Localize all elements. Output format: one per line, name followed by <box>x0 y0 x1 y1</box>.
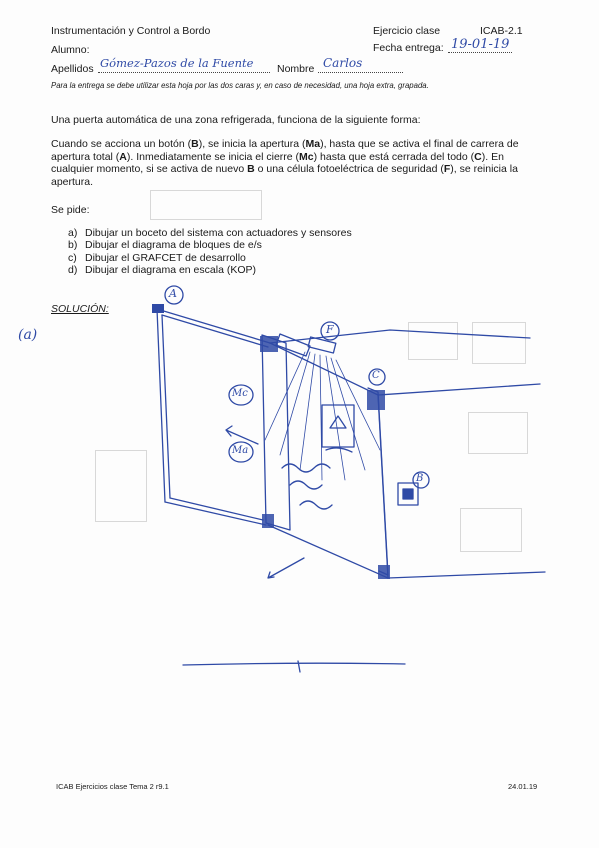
task-list: a)Dibujar un boceto del sistema con actu… <box>68 227 352 276</box>
bleed-through-box <box>150 190 262 220</box>
due-date-label: Fecha entrega: <box>373 42 444 54</box>
ask-label: Se pide: <box>51 204 90 216</box>
name-underline <box>318 72 403 73</box>
due-date-value: 19-01-19 <box>451 37 510 52</box>
bleed-through-box <box>460 508 522 552</box>
label-b: B <box>416 473 424 484</box>
label-mc: Mc <box>232 388 248 399</box>
surname-label: Apellidos <box>51 63 94 75</box>
statement-paragraph: Cuando se acciona un botón (B), se inici… <box>51 138 519 188</box>
due-date-underline <box>448 52 512 53</box>
label-f: F <box>326 323 334 336</box>
label-c: C <box>372 370 380 381</box>
bleed-through-box <box>95 450 147 522</box>
list-item: d)Dibujar el diagrama en escala (KOP) <box>68 263 256 276</box>
footer-right: 24.01.19 <box>508 782 538 791</box>
delivery-note: Para la entrega se debe utilizar esta ho… <box>51 81 429 90</box>
label-ma: Ma <box>232 445 249 456</box>
list-item: c)Dibujar el GRAFCET de desarrollo <box>68 251 246 264</box>
surname-value: Gómez-Pazos de la Fuente <box>100 56 254 70</box>
list-item: b)Dibujar el diagrama de bloques de e/s <box>68 239 262 252</box>
exercise-label: Ejercicio clase <box>373 25 441 37</box>
footer-left: ICAB Ejercicios clase Tema 2 r9.1 <box>56 782 169 791</box>
bleed-through-box <box>468 412 528 454</box>
course-title: Instrumentación y Control a Bordo <box>51 25 211 37</box>
intro-text: Una puerta automática de una zona refrig… <box>51 114 421 126</box>
solution-label: SOLUCIÓN: <box>51 303 109 315</box>
name-label: Nombre <box>277 63 315 75</box>
bleed-through-box <box>408 322 458 360</box>
label-a: A <box>169 287 177 300</box>
student-label: Alumno: <box>51 44 90 56</box>
surname-underline <box>98 72 270 73</box>
name-value: Carlos <box>323 56 363 70</box>
exercise-code: ICAB-2.1 <box>480 25 523 37</box>
margin-mark-a: (a) <box>18 327 38 343</box>
bleed-through-box <box>472 322 526 364</box>
list-item: a)Dibujar un boceto del sistema con actu… <box>68 227 352 239</box>
